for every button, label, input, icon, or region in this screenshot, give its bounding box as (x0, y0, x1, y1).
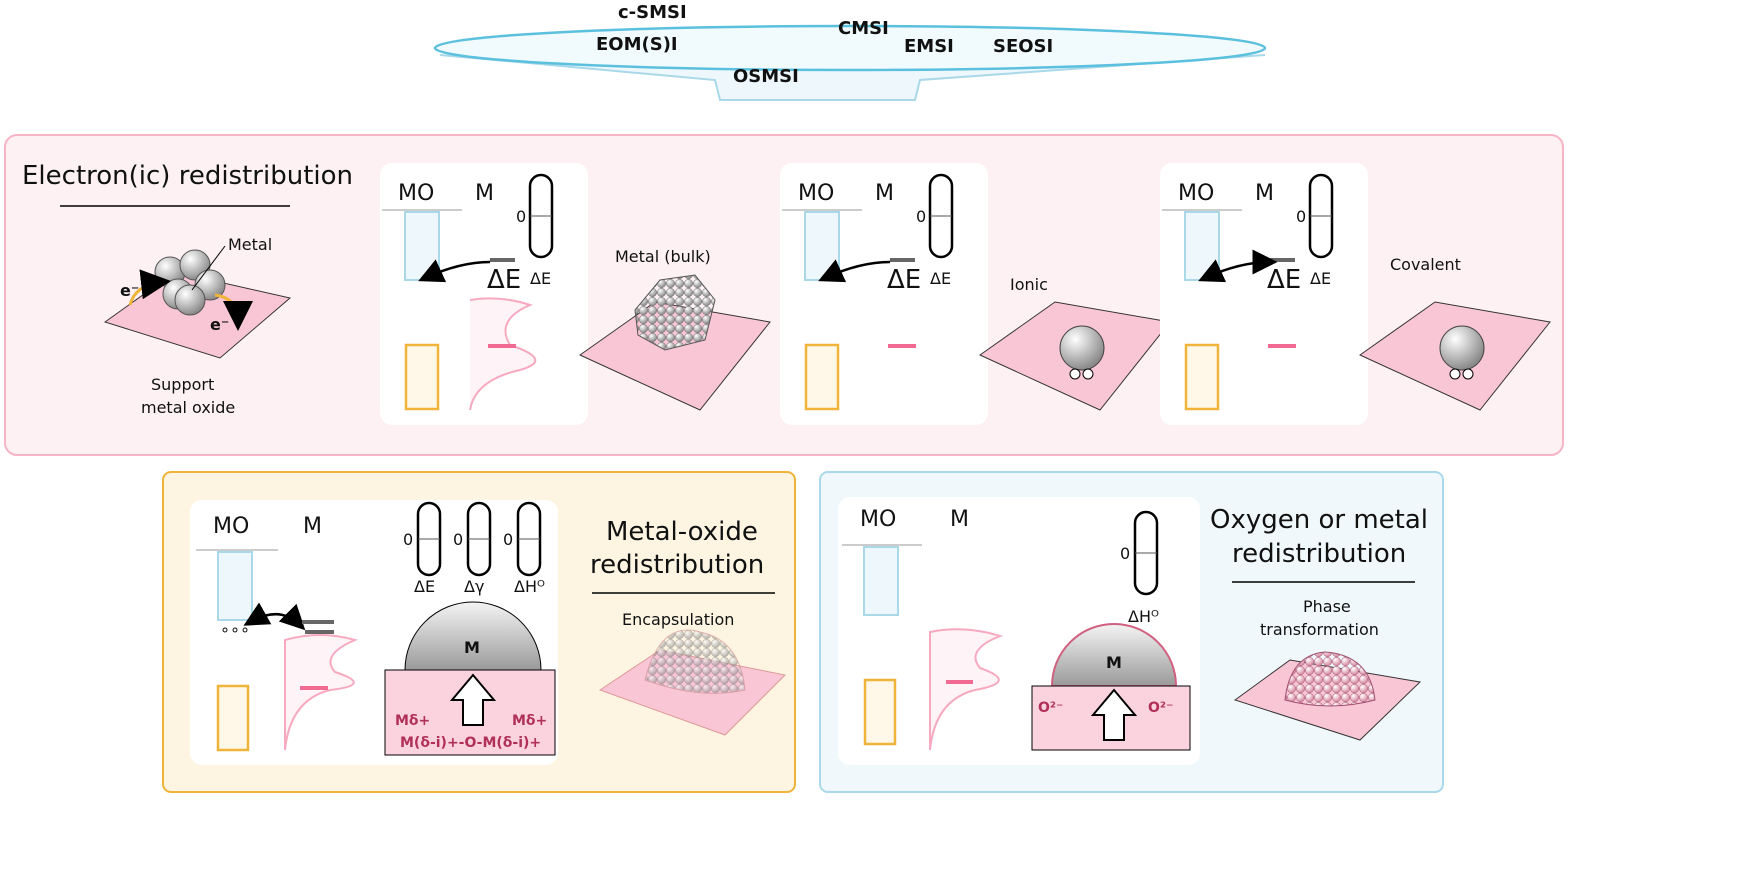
dos-curve (929, 628, 1003, 751)
m-label: M (950, 507, 969, 532)
support-label: Support (151, 375, 214, 394)
gauge-zero: 0 (1296, 207, 1306, 226)
mo-label: MO (398, 181, 434, 206)
oxygen-atom (1082, 368, 1094, 380)
delta-e-label: ΔE (487, 265, 521, 295)
metal-label: M (1106, 653, 1122, 672)
encapsulated-particle-illustration (598, 629, 787, 736)
section-title: Electron(ic) redistribution (22, 161, 353, 191)
oxygen-atom (1069, 368, 1081, 380)
section-subtitle: Phase (1303, 597, 1351, 616)
electronic-redistribution-section: Electron(ic) redistribution Metal e⁻ e⁻ … (4, 134, 1564, 456)
mo-label: MO (798, 181, 834, 206)
gauge-label: ΔE (414, 577, 435, 596)
metal-particle (404, 601, 542, 671)
gauge-label: ΔE (530, 269, 551, 288)
mo-label: MO (213, 514, 249, 539)
panel-caption: Covalent (1390, 255, 1461, 274)
m-label: M (475, 181, 494, 206)
bulk-metal-particle (634, 274, 716, 351)
metal-on-support-illustration (103, 245, 292, 359)
gauge-zero: 0 (503, 530, 513, 549)
panel-caption: Metal (bulk) (615, 247, 711, 266)
label-emsi: EMSI (904, 36, 954, 57)
mo-valence-band (1184, 343, 1220, 411)
gauge-label: ΔE (930, 269, 951, 288)
oxygen-atom (1449, 368, 1461, 380)
delta-e-label: ΔE (887, 265, 921, 295)
oxygen-atom (1462, 368, 1474, 380)
m-label: M (875, 181, 894, 206)
delta-e-label: ΔE (1267, 265, 1301, 295)
gauge-zero: 0 (453, 530, 463, 549)
mo-valence-band (863, 678, 897, 746)
support-label: metal oxide (141, 398, 235, 417)
oxygen-label: O²⁻ (1148, 700, 1173, 716)
gauge-zero: 0 (916, 207, 926, 226)
metal-particle (1050, 623, 1178, 687)
gauge-label: ΔE (1310, 269, 1331, 288)
metal-atom (1059, 325, 1105, 371)
section-title: redistribution (590, 550, 764, 580)
m-label: M (303, 514, 322, 539)
formula-label: M(δ-i)+-O-M(δ-i)+ (400, 735, 541, 751)
charge-transfer-arrow-icon (1198, 249, 1278, 283)
metal-label: M (464, 638, 480, 657)
mo-conduction-band (404, 211, 440, 281)
m-delta-label: Mδ+ (395, 713, 430, 729)
oxygen-metal-redistribution-section: MO M 0 ΔHᴼ M O²⁻ O²⁻ Oxygen or metal red… (819, 471, 1444, 793)
gauge-zero: 0 (403, 530, 413, 549)
section-title: Oxygen or metal (1210, 505, 1428, 535)
migration-arrow-icon (1090, 688, 1138, 741)
section-title: Metal-oxide (606, 517, 758, 547)
mo-conduction-band (804, 211, 840, 281)
energy-diagram-panel: MO M 0ΔE ΔE Metal (bulk) (380, 163, 771, 425)
label-seosi: SEOSI (993, 36, 1053, 57)
gauge-label: ΔHᴼ (514, 577, 545, 596)
mo-valence-band (404, 343, 440, 411)
label-eomsi: EOM(S)I (596, 34, 678, 55)
support-surface (579, 301, 771, 411)
section-title: redistribution (1232, 539, 1406, 569)
mo-conduction-band (217, 551, 253, 621)
charge-transfer-arrow-icon (818, 259, 891, 283)
label-c-smsi: c-SMSI (618, 2, 687, 23)
electron-label: e⁻ (120, 281, 139, 300)
gauge-zero: 0 (516, 207, 526, 226)
m-delta-label: Mδ+ (512, 713, 547, 729)
mo-valence-band (216, 684, 250, 752)
phase-transformed-particle-illustration (1233, 651, 1422, 741)
mo-valence-band (804, 343, 840, 411)
mo-label: MO (1178, 181, 1214, 206)
energy-diagram-panels: MO M 0ΔE ΔE Metal (bulk) MO M 0ΔE ΔE Ionic MO M 0ΔE Δ… (380, 163, 1551, 425)
metal-atom (1439, 325, 1485, 371)
gauge-label: ΔHᴼ (1128, 607, 1159, 626)
gauge-zero: 0 (1120, 544, 1130, 563)
smsi-funnel: c-SMSI EOM(S)I OSMSI CMSI EMSI SEOSI (433, 2, 1267, 101)
electron-dots: ∘∘∘ (220, 620, 250, 639)
mo-conduction-band (1184, 211, 1220, 281)
charge-transfer-arrow-icon (418, 259, 491, 283)
migration-arrow-icon (449, 673, 497, 726)
label-osmsi: OSMSI (733, 66, 799, 87)
section-subtitle: transformation (1260, 620, 1379, 639)
dos-curve (284, 634, 358, 751)
gauge-label: Δγ (464, 577, 484, 596)
label-cmsi: CMSI (838, 18, 889, 39)
mo-conduction-band (863, 546, 899, 616)
mo-label: MO (860, 507, 896, 532)
m-label: M (1255, 181, 1274, 206)
metal-label: Metal (228, 235, 272, 254)
panel-caption: Ionic (1010, 275, 1048, 294)
electron-label: e⁻ (210, 315, 229, 334)
oxygen-label: O²⁻ (1038, 700, 1063, 716)
section-subtitle: Encapsulation (622, 610, 734, 629)
energy-diagram-panel: MO M 0ΔE ΔE Covalent (1160, 163, 1551, 425)
